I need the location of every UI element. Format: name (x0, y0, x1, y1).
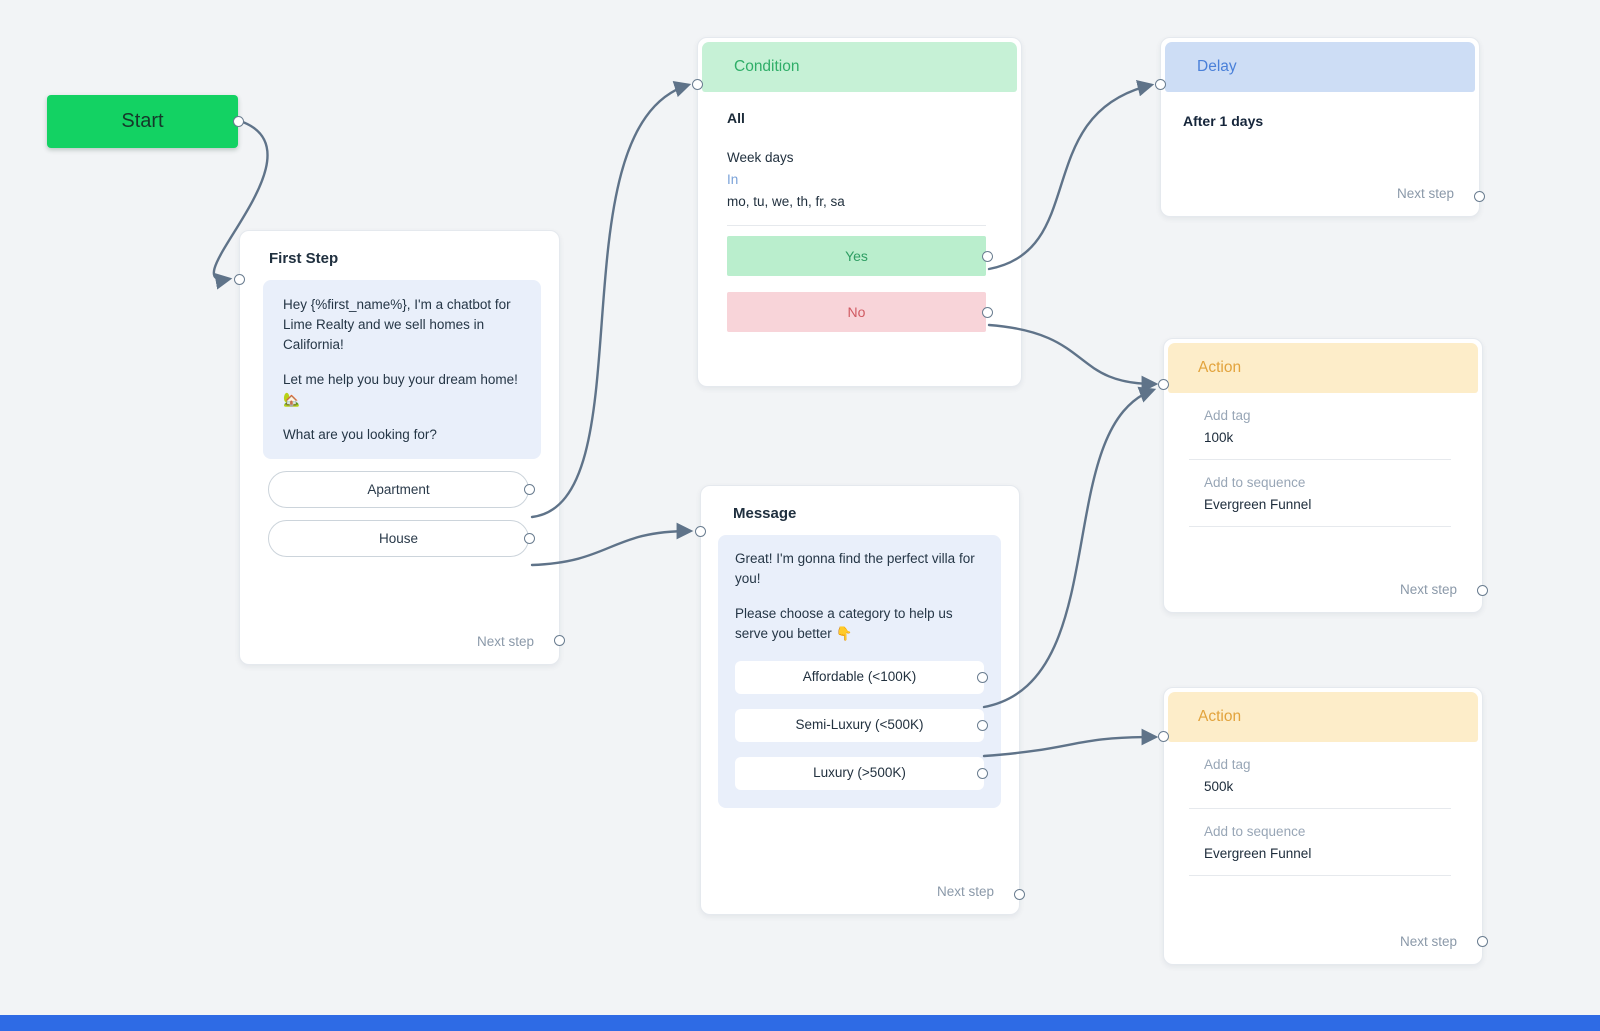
delay-next-port[interactable] (1474, 191, 1485, 202)
first-step-title: First Step (269, 250, 339, 267)
condition-operator: In (727, 172, 739, 187)
quick-reply-apartment[interactable]: Apartment (268, 470, 535, 508)
quick-reply-house[interactable]: House (268, 519, 535, 557)
action-header[interactable]: Action (1168, 343, 1478, 393)
start-label: Start (121, 110, 164, 132)
add-tag-label: Add tag (1204, 757, 1251, 772)
next-step-label: Next step (1399, 934, 1457, 949)
first-step-message-bubble: Hey {%first_name%}, I'm a chatbot for Li… (263, 280, 541, 459)
message-input-port[interactable] (695, 526, 706, 537)
next-step-label: Next step (936, 884, 994, 899)
start-output-port[interactable] (233, 116, 244, 127)
delay-input-port[interactable] (1155, 79, 1166, 90)
message-text: Great! I'm gonna find the perfect villa … (735, 551, 975, 586)
action-body: Add tag 500k Add to sequence Evergreen F… (1164, 757, 1482, 876)
action-title: Action (1198, 359, 1242, 376)
no-output-port[interactable] (982, 306, 993, 318)
next-step-label: Next step (476, 634, 534, 649)
condition-no-button[interactable]: No (727, 292, 993, 332)
message-text: Hey {%first_name%}, I'm a chatbot for Li… (283, 297, 511, 352)
add-tag-label: Add tag (1204, 408, 1251, 423)
apartment-output-port[interactable] (524, 483, 535, 495)
delay-title: Delay (1197, 58, 1237, 75)
next-step-label: Next step (1396, 186, 1454, 201)
quick-reply-label: Apartment (367, 481, 430, 497)
delay-text: After 1 days (1183, 113, 1264, 129)
condition-yes-button[interactable]: Yes (727, 236, 993, 276)
category-label: Luxury (>500K) (813, 765, 906, 781)
action-header[interactable]: Action (1168, 692, 1478, 742)
message-node[interactable]: Message Great! I'm gonna find the perfec… (695, 485, 1025, 915)
action-title: Action (1198, 708, 1242, 725)
condition-value: mo, tu, we, th, fr, sa (727, 194, 845, 209)
tag-value: 500k (1204, 779, 1234, 794)
message-bubble: Great! I'm gonna find the perfect villa … (718, 535, 1001, 808)
message-next-port[interactable] (1014, 889, 1025, 900)
quick-reply-label: House (378, 530, 419, 546)
bottom-bar (0, 1015, 1600, 1031)
sequence-value: Evergreen Funnel (1204, 497, 1312, 512)
delay-header[interactable]: Delay (1165, 42, 1475, 92)
first-step-node[interactable]: First Step Hey {%first_name%}, I'm a cha… (234, 230, 565, 665)
action-500k-next-port[interactable] (1477, 936, 1488, 947)
yes-output-port[interactable] (982, 250, 993, 262)
condition-body: All Week days In mo, tu, we, th, fr, sa … (698, 110, 1021, 332)
message-text: Let me help you buy your dream home! 🏡 (283, 371, 518, 407)
add-to-sequence-label: Add to sequence (1204, 475, 1306, 490)
affordable-output-port[interactable] (977, 671, 988, 683)
action-100k-node[interactable]: Action Add tag 100k Add to sequence Ever… (1158, 338, 1488, 613)
category-label: Affordable (<100K) (802, 669, 917, 685)
divider (1189, 526, 1451, 527)
start-node[interactable]: Start (47, 95, 244, 148)
no-label: No (847, 304, 866, 320)
delay-node[interactable]: Delay After 1 days Next step (1155, 37, 1485, 217)
category-affordable-button[interactable]: Affordable (<100K) (735, 660, 988, 694)
first-step-next-port[interactable] (554, 635, 565, 646)
category-label: Semi-Luxury (<500K) (795, 717, 924, 733)
condition-match-all: All (727, 110, 745, 126)
sequence-value: Evergreen Funnel (1204, 846, 1312, 861)
yes-label: Yes (845, 248, 868, 264)
luxury-output-port[interactable] (977, 767, 988, 779)
condition-field: Week days (727, 150, 794, 165)
semi-luxury-output-port[interactable] (977, 719, 988, 731)
condition-node[interactable]: Condition All Week days In mo, tu, we, t… (692, 37, 1022, 387)
action-500k-input-port[interactable] (1158, 731, 1169, 742)
first-step-input-port[interactable] (234, 274, 245, 285)
condition-input-port[interactable] (692, 79, 703, 90)
category-luxury-button[interactable]: Luxury (>500K) (735, 756, 988, 790)
action-500k-node[interactable]: Action Add tag 500k Add to sequence Ever… (1158, 687, 1488, 965)
tag-value: 100k (1204, 430, 1234, 445)
condition-title: Condition (734, 58, 800, 75)
divider (727, 225, 986, 226)
category-semi-luxury-button[interactable]: Semi-Luxury (<500K) (735, 708, 988, 742)
action-body: Add tag 100k Add to sequence Evergreen F… (1164, 408, 1482, 527)
message-title: Message (733, 505, 797, 522)
action-100k-input-port[interactable] (1158, 379, 1169, 390)
divider (1189, 808, 1451, 809)
house-output-port[interactable] (524, 532, 535, 544)
action-100k-next-port[interactable] (1477, 585, 1488, 596)
message-text: What are you looking for? (283, 426, 437, 442)
divider (1189, 459, 1451, 460)
message-text: Please choose a category to help us serv… (735, 605, 953, 641)
add-to-sequence-label: Add to sequence (1204, 824, 1306, 839)
condition-header[interactable]: Condition (702, 42, 1017, 92)
next-step-label: Next step (1399, 582, 1457, 597)
divider (1189, 875, 1451, 876)
